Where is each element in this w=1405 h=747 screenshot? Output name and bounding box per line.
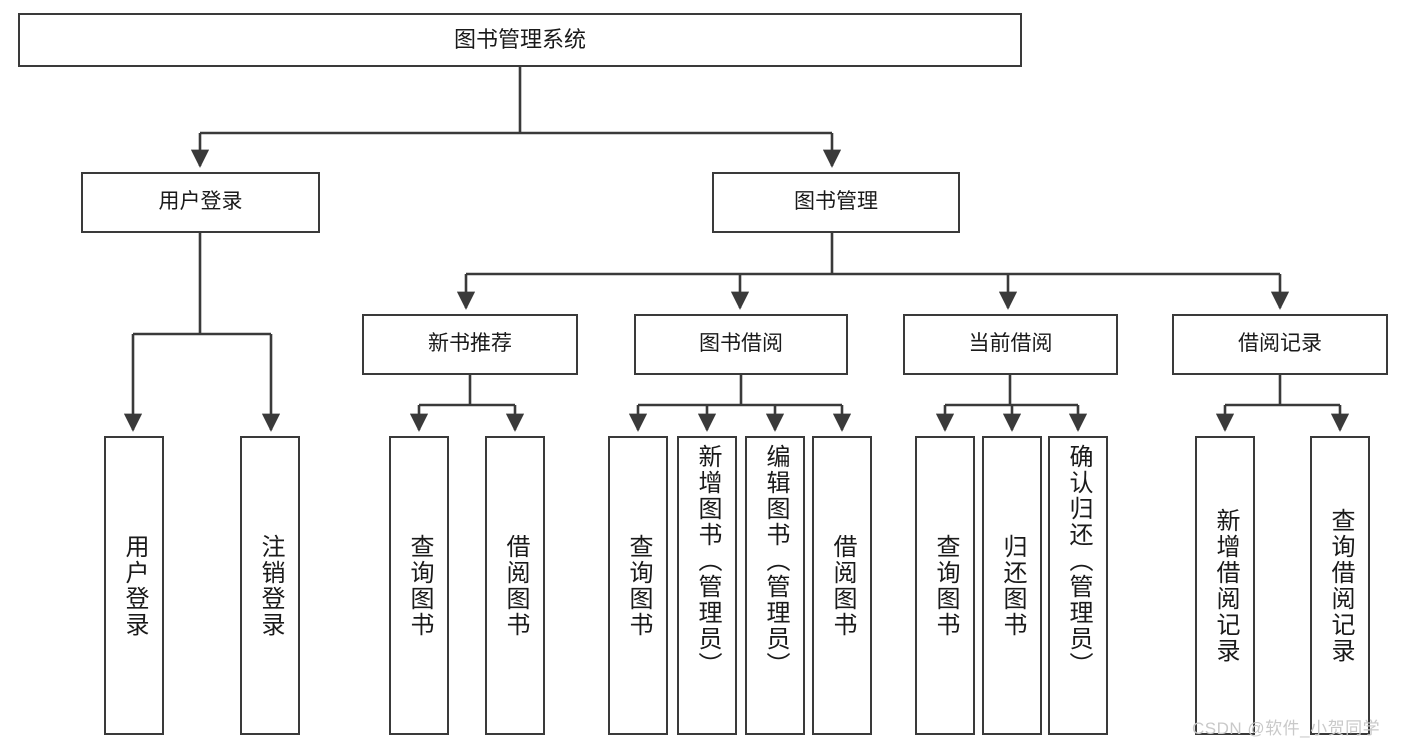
- node-leaf-logout[interactable]: 注销登录: [240, 436, 300, 735]
- node-book-manage-label: 图书管理: [794, 190, 878, 214]
- node-borrow-record[interactable]: 借阅记录: [1172, 314, 1388, 375]
- node-leaf-borrow-book-recommend[interactable]: 借阅图书: [485, 436, 545, 735]
- node-new-book-recommend[interactable]: 新书推荐: [362, 314, 578, 375]
- node-leaf-confirm-return[interactable]: 确认归还（管理员）: [1048, 436, 1108, 735]
- node-leaf-query-book-borrow[interactable]: 查询图书: [608, 436, 668, 735]
- node-leaf-query-borrow-record-label: 查询借阅记录: [1327, 507, 1354, 664]
- node-leaf-add-borrow-record[interactable]: 新增借阅记录: [1195, 436, 1255, 735]
- node-book-manage[interactable]: 图书管理: [712, 172, 960, 233]
- csdn-watermark: CSDN @软件_小贺同学: [1192, 719, 1381, 738]
- node-leaf-edit-book-label: 编辑图书（管理员）: [762, 444, 789, 678]
- node-leaf-query-book-recommend-label: 查询图书: [406, 533, 433, 638]
- node-book-borrow-label: 图书借阅: [699, 332, 783, 356]
- node-leaf-borrow-book-recommend-label: 借阅图书: [502, 533, 529, 638]
- node-leaf-add-book-label: 新增图书（管理员）: [694, 444, 721, 678]
- node-leaf-query-borrow-record[interactable]: 查询借阅记录: [1310, 436, 1370, 735]
- node-leaf-user-login-label: 用户登录: [121, 533, 148, 638]
- node-borrow-record-label: 借阅记录: [1238, 332, 1322, 356]
- node-leaf-borrow-book-label: 借阅图书: [829, 533, 856, 638]
- node-root-label: 图书管理系统: [453, 27, 586, 53]
- node-root[interactable]: 图书管理系统: [18, 13, 1022, 67]
- node-leaf-add-book[interactable]: 新增图书（管理员）: [677, 436, 737, 735]
- node-leaf-logout-label: 注销登录: [257, 533, 284, 638]
- node-current-borrow-label: 当前借阅: [968, 332, 1053, 356]
- node-leaf-query-book-borrow-label: 查询图书: [625, 533, 652, 638]
- node-leaf-query-book-recommend[interactable]: 查询图书: [389, 436, 449, 735]
- node-new-book-recommend-label: 新书推荐: [428, 332, 512, 356]
- node-leaf-return-book-label: 归还图书: [999, 533, 1026, 638]
- node-leaf-return-book[interactable]: 归还图书: [982, 436, 1042, 735]
- node-leaf-query-book-current[interactable]: 查询图书: [915, 436, 975, 735]
- node-leaf-confirm-return-label: 确认归还（管理员）: [1065, 444, 1092, 678]
- node-leaf-borrow-book[interactable]: 借阅图书: [812, 436, 872, 735]
- node-leaf-add-borrow-record-label: 新增借阅记录: [1212, 507, 1239, 664]
- node-current-borrow[interactable]: 当前借阅: [903, 314, 1118, 375]
- node-leaf-edit-book[interactable]: 编辑图书（管理员）: [745, 436, 805, 735]
- node-user-login-label: 用户登录: [158, 190, 243, 214]
- node-leaf-query-book-current-label: 查询图书: [932, 533, 959, 638]
- node-user-login[interactable]: 用户登录: [81, 172, 320, 233]
- node-book-borrow[interactable]: 图书借阅: [634, 314, 848, 375]
- node-leaf-user-login[interactable]: 用户登录: [104, 436, 164, 735]
